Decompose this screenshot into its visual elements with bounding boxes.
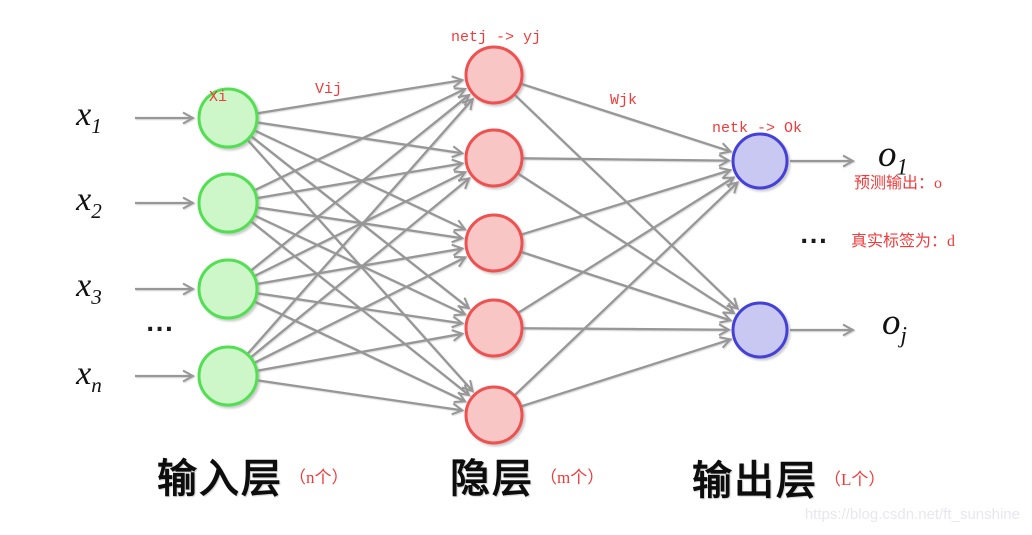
connection-arrow [257, 329, 465, 372]
connection-arrow [257, 75, 465, 115]
connection-arrow [257, 292, 465, 329]
hidden-node [464, 298, 524, 358]
output-node [731, 301, 789, 359]
input-node [197, 87, 259, 149]
predicted-output-annotation: 预测输出：o [854, 175, 943, 192]
hidden-layer-title: 隐层 [450, 457, 534, 501]
connection-arrow [522, 323, 732, 337]
output-label-base: o [882, 302, 901, 343]
input-node [197, 172, 259, 234]
connection-arrow [247, 97, 475, 355]
hidden-node [464, 213, 524, 273]
connection-arrow [521, 336, 733, 408]
connection-arrow [514, 180, 740, 396]
connection-arrow [250, 176, 471, 358]
connection-arrow [257, 158, 465, 200]
output-layer-caption: 输出层 （L个） [692, 461, 885, 501]
connection-arrow [517, 176, 736, 314]
input-ellipsis: ... [146, 312, 175, 337]
hidden-node [464, 128, 524, 188]
output-ellipsis: ... [800, 224, 829, 249]
hidden-layer-count: （m个） [540, 468, 605, 487]
input-label-x3: x3 [52, 269, 126, 308]
connection-arrow [522, 154, 732, 167]
output-node [731, 132, 789, 190]
connection-arrow [521, 166, 733, 236]
connection-arrow [254, 87, 468, 192]
input-layer-caption: 输入层 （n个） [157, 459, 349, 499]
input-layer-count: （n个） [289, 468, 349, 487]
connection-arrow [521, 82, 733, 155]
input-label-sub: 3 [91, 284, 102, 309]
input-label-xn: xn [52, 357, 126, 396]
input-layer-title: 输入层 [157, 457, 283, 501]
hidden-layer-caption: 隐层 （m个） [450, 459, 604, 499]
input-label-sub: n [91, 372, 102, 397]
input-node [197, 258, 259, 320]
output-layer-count: （L个） [824, 470, 886, 489]
watermark: https://blog.csdn.net/ft_sunshine [804, 506, 1020, 523]
connection-arrow [257, 121, 465, 159]
input-label-base: x [76, 181, 92, 218]
input-label-base: x [76, 355, 92, 392]
wjk-annotation: Wjk [610, 92, 638, 109]
netk-annotation: netk -> Ok [712, 120, 803, 137]
input-label-sub: 1 [91, 113, 102, 138]
output-label-base: o [878, 134, 897, 175]
vij-annotation: Vij [315, 81, 343, 98]
hidden-node [464, 385, 524, 445]
input-label-base: x [76, 267, 92, 304]
connection-arrow [250, 93, 471, 272]
input-label-x2: x2 [52, 183, 126, 222]
true-label-annotation: 真实标签为：d [851, 233, 956, 250]
output-label-o1: o1 [878, 136, 908, 179]
xi-annotation: Xi [209, 89, 228, 106]
input-label-base: x [76, 96, 92, 133]
connection-arrow [257, 243, 465, 286]
connection-arrow [521, 250, 733, 324]
input-node [197, 345, 259, 407]
connection-arrow [517, 172, 736, 315]
output-label-sub: j [900, 322, 907, 348]
input-label-x1: x1 [52, 98, 126, 137]
output-label-oj: oj [882, 304, 907, 347]
connection-arrow [254, 255, 468, 364]
connection-arrow [257, 379, 465, 416]
input-label-sub: 2 [91, 198, 102, 223]
output-layer-title: 输出层 [692, 459, 818, 503]
connection-arrow [254, 170, 468, 277]
hidden-node [464, 45, 524, 105]
output-label-sub: 1 [896, 154, 908, 180]
netj-annotation: netj -> yj [451, 29, 542, 46]
